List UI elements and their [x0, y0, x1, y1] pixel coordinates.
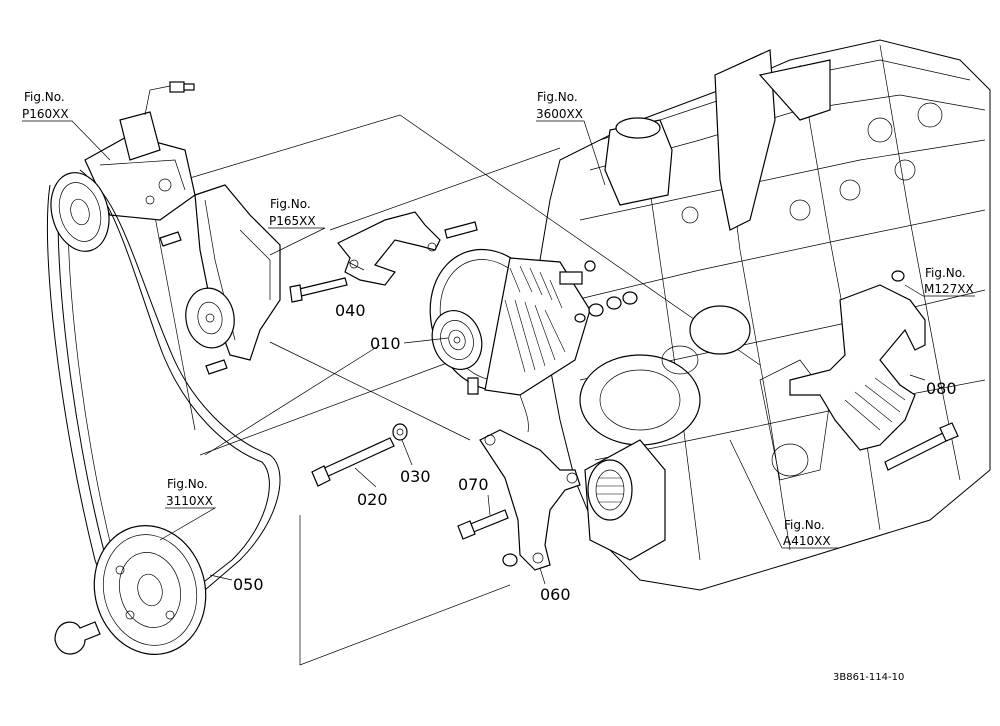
part-number-070: 070: [458, 475, 489, 494]
drawing-code: 3B861-114-10: [833, 672, 904, 683]
part-number-060: 060: [540, 585, 571, 604]
crank-pulley: [54, 525, 207, 655]
bolt-020: [311, 437, 395, 487]
compressor-unit: [84, 81, 196, 221]
callout-figure-number: P165XX: [269, 214, 316, 228]
part-number-010: 010: [370, 334, 401, 353]
callout-fig-3600: Fig.No. 3600XX: [536, 90, 583, 121]
part-number-020: 020: [357, 490, 388, 509]
idler-bracket: [159, 184, 281, 375]
part-number-080: 080: [926, 379, 957, 398]
callout-figure-number: M127XX: [924, 282, 974, 296]
callout-label: Fig.No.: [270, 197, 311, 211]
part-060-bracket: [479, 429, 581, 571]
callout-fig-m127: Fig.No. M127XX: [924, 266, 974, 296]
callout-fig-p165: Fig.No. P165XX: [269, 197, 316, 228]
part-040-bracket: [289, 211, 478, 303]
callout-figure-number: P160XX: [22, 107, 69, 121]
alternator: [429, 248, 596, 433]
washer-030: [392, 423, 408, 441]
leader-lines: [22, 120, 975, 585]
compressor-pulley: [50, 172, 110, 252]
callout-figure-number: 3600XX: [536, 107, 583, 121]
bolt-070: [457, 509, 509, 540]
engine-block: [539, 39, 991, 591]
callout-figure-number: A410XX: [783, 534, 831, 548]
part-number-040: 040: [335, 301, 366, 320]
callout-label: Fig.No.: [925, 266, 966, 280]
callout-label: Fig.No.: [537, 90, 578, 104]
callout-label: Fig.No.: [167, 477, 208, 491]
callout-fig-p160: Fig.No. P160XX: [22, 90, 69, 121]
washers-nuts: [574, 291, 638, 323]
callout-fig-a410: Fig.No. A410XX: [783, 518, 831, 548]
callout-label: Fig.No.: [784, 518, 825, 532]
callout-figure-number: 3110XX: [166, 494, 213, 508]
part-number-030: 030: [400, 467, 431, 486]
part-number-050: 050: [233, 575, 264, 594]
callout-fig-3110: Fig.No. 3110XX: [166, 477, 213, 508]
part-080-bracket: [789, 270, 959, 471]
callout-label: Fig.No.: [24, 90, 65, 104]
assembly-guide-lines: [149, 114, 761, 666]
